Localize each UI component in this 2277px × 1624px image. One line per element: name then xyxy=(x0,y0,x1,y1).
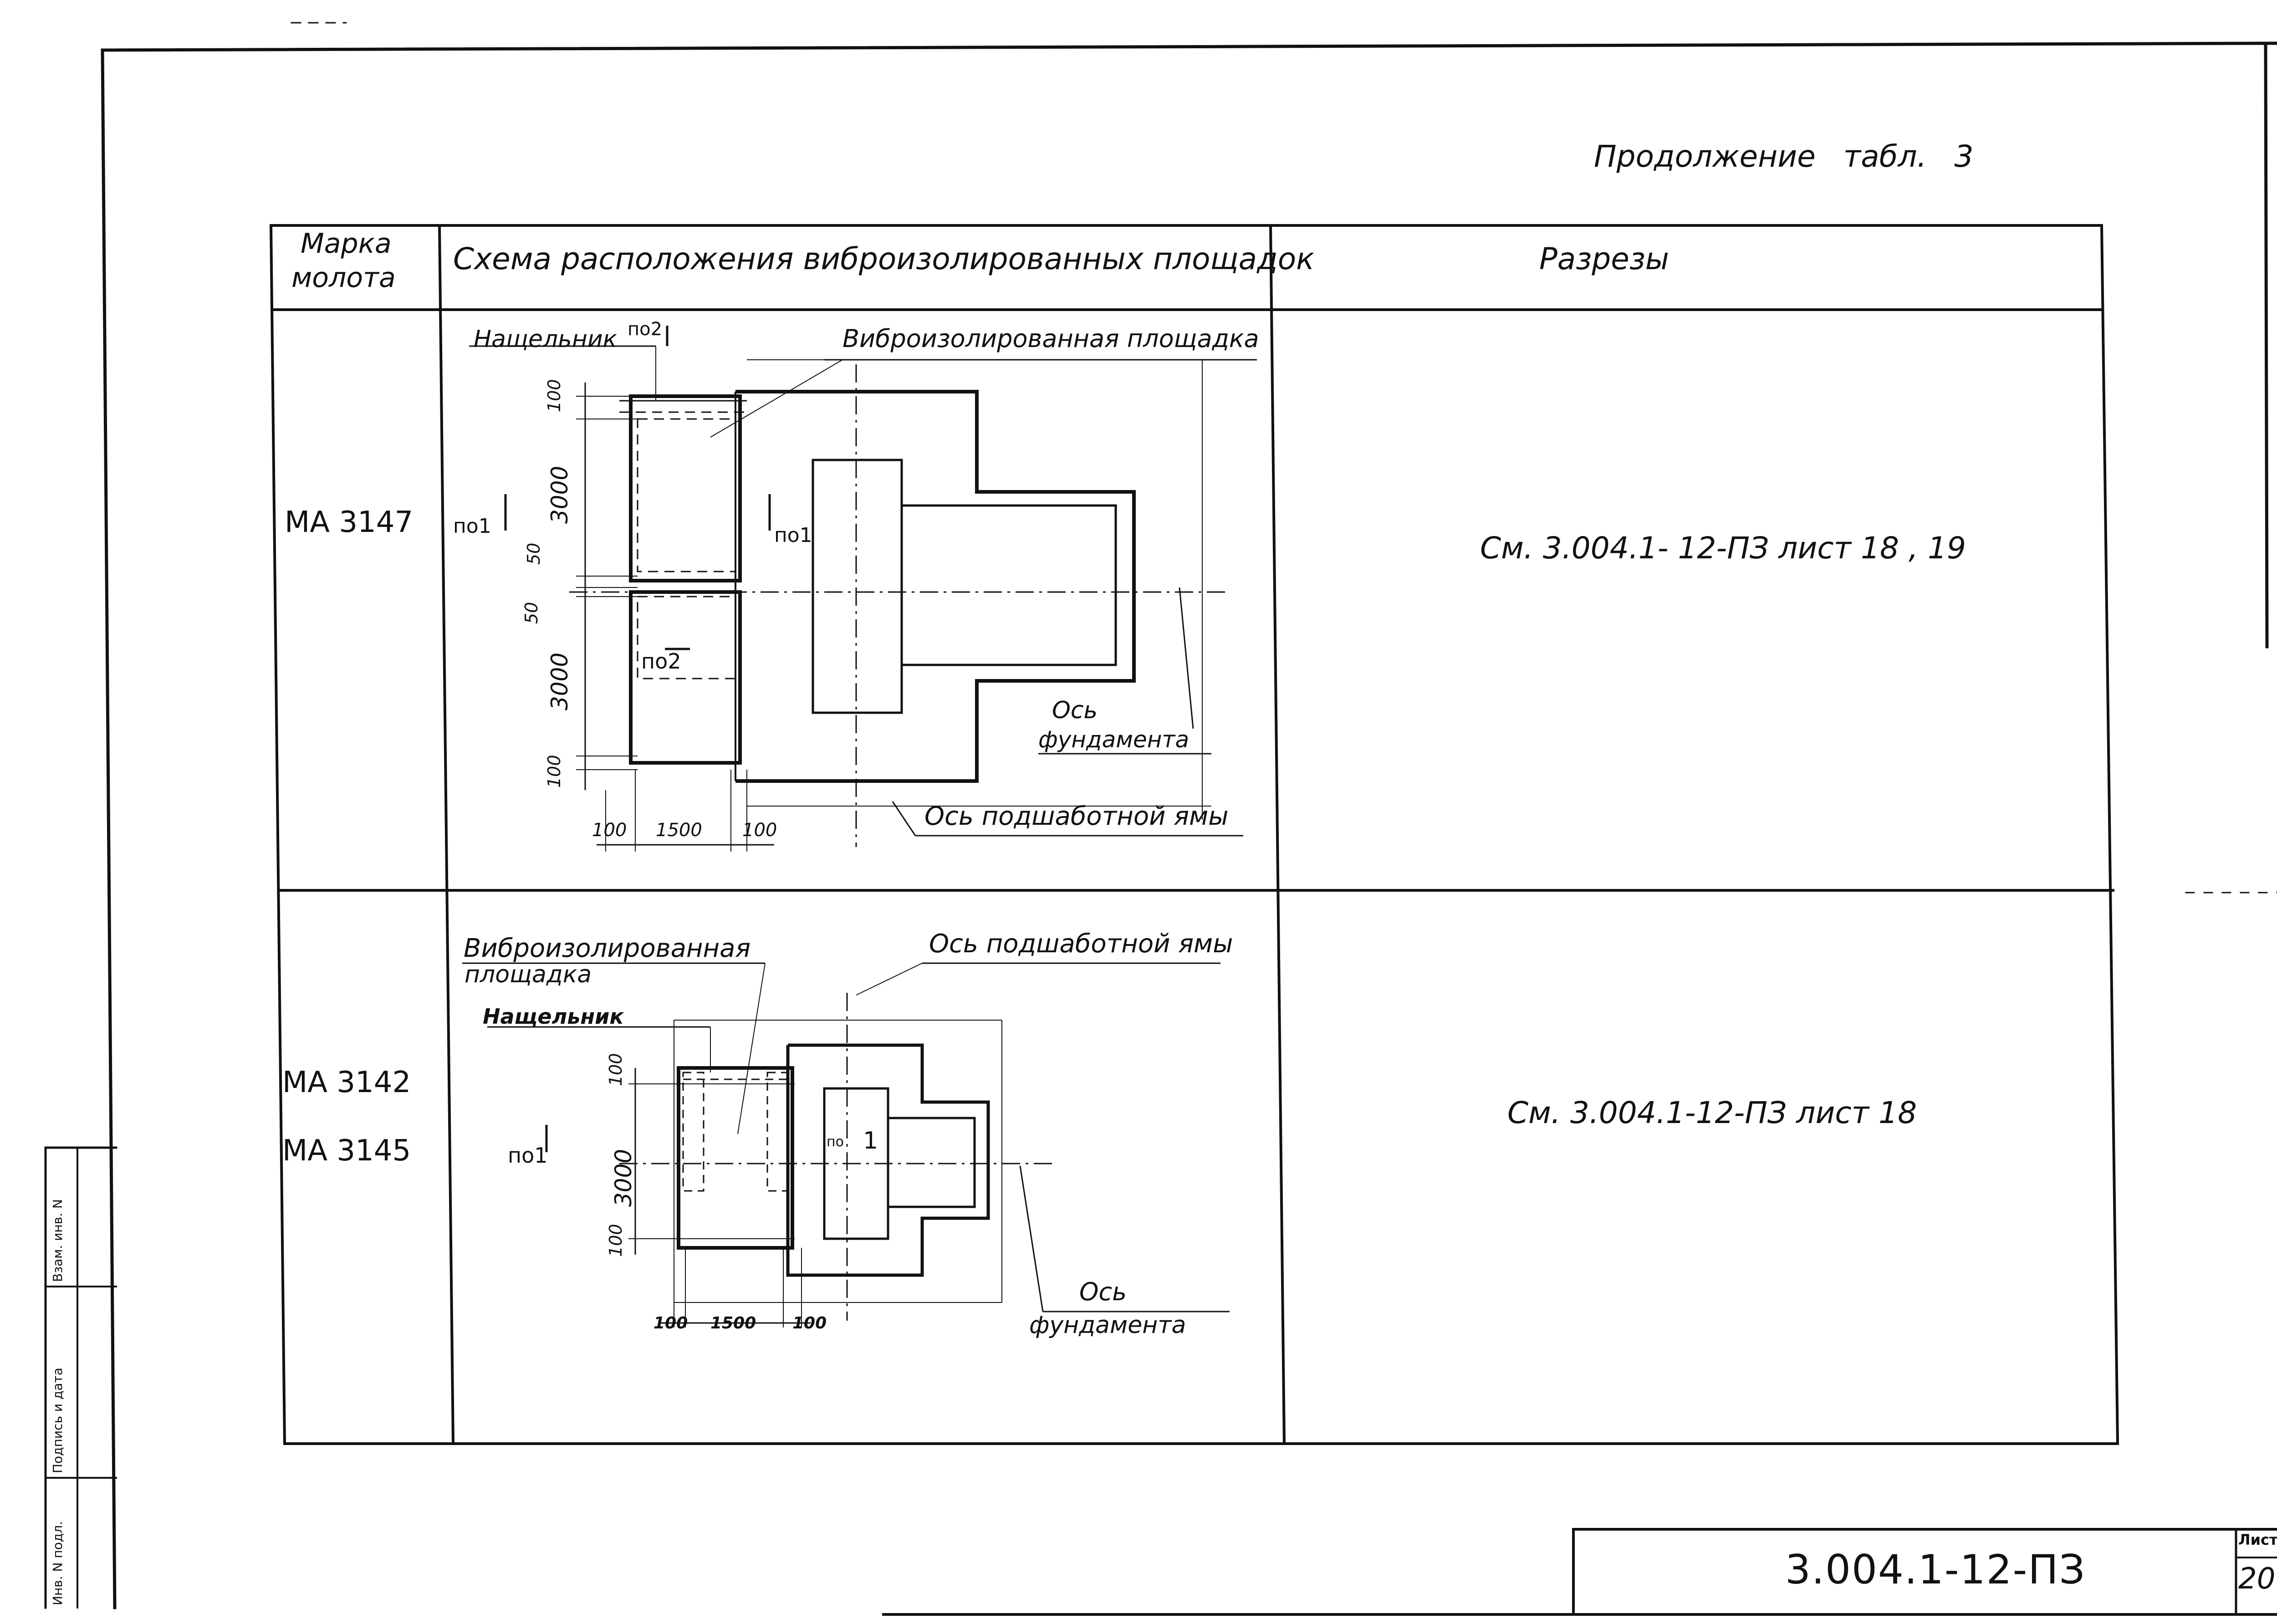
row1-cut1-right: по1 xyxy=(774,524,812,547)
row1-cut1-left: по1 xyxy=(453,515,491,538)
header-sections: Разрезы xyxy=(1539,241,1669,276)
row1-dim-v-bottom: 100 xyxy=(544,755,564,788)
header-mark-line1: Марка xyxy=(301,228,392,260)
row1-dim-v-mid2: 50 xyxy=(521,602,541,624)
header-mark-line2: молота xyxy=(291,262,396,294)
row1-axis-pit: Ось подшаботной ямы xyxy=(924,802,1229,831)
row1-dim-v-top: 100 xyxy=(544,379,564,412)
row2-dim-h-right: 100 xyxy=(792,1314,827,1333)
stamp-inv-podl: Инв. N подл. xyxy=(50,1521,65,1605)
scheme-ma3142 xyxy=(462,962,1230,1328)
scheme-ma3147 xyxy=(469,326,1257,852)
row2-dim-v-bottom: 100 xyxy=(606,1224,626,1257)
row1-dim-h-left: 100 xyxy=(592,820,627,841)
row2-dim-v-mid: 3000 xyxy=(610,1149,637,1207)
row2-label-platform-2: площадка xyxy=(465,961,592,988)
row1-reference: См. 3.004.1- 12-ПЗ лист 18 , 19 xyxy=(1480,531,1966,566)
continuation-note: Продолжение табл. 3 xyxy=(1594,139,1974,174)
row1-dim-v-upper: 3000 xyxy=(546,465,573,524)
row2-dim-h-mid: 1500 xyxy=(710,1314,756,1333)
row1-dim-v-lower: 3000 xyxy=(546,652,573,710)
row1-dim-h-right: 100 xyxy=(742,820,777,841)
row1-mark: МА 3147 xyxy=(285,506,414,539)
row1-cut2-top: по2 xyxy=(628,319,663,340)
title-block-sheet-label: Лист xyxy=(2238,1531,2277,1548)
row2-cut1-right-num: 1 xyxy=(863,1127,878,1154)
row2-cut1-right: по xyxy=(827,1134,844,1150)
title-block-sheet-number: 20 xyxy=(2238,1562,2276,1596)
row2-reference: См. 3.004.1-12-ПЗ лист 18 xyxy=(1507,1095,1917,1130)
stamp-signature-date: Подпись и дата xyxy=(50,1368,65,1473)
row2-cut1-left: по1 xyxy=(508,1143,548,1168)
row1-dim-v-mid1: 50 xyxy=(524,542,544,565)
row2-label-nashchelnik: Нащельник xyxy=(483,1004,624,1029)
row1-label-nashchelnik: Нащельник xyxy=(474,326,618,353)
title-block-code: 3.004.1-12-ПЗ xyxy=(1785,1546,2086,1593)
row1-cut2-mid: по2 xyxy=(641,649,681,674)
row2-dim-v-top: 100 xyxy=(606,1053,626,1086)
row2-dim-h-left: 100 xyxy=(653,1314,688,1333)
row2-mark-2: МА 3145 xyxy=(282,1134,411,1168)
stamp-vzam-inv: Взам. инв. N xyxy=(50,1199,65,1282)
row1-axis-foundation-2: фундамента xyxy=(1038,726,1190,753)
row1-axis-foundation-1: Ось xyxy=(1052,697,1098,724)
row2-mark-1: МА 3142 xyxy=(282,1066,411,1099)
row2-axis-foundation-2: фундамента xyxy=(1029,1312,1186,1339)
row1-label-platform: Виброизолированная площадка xyxy=(842,324,1259,353)
row2-label-platform-1: Виброизолированная xyxy=(464,934,751,963)
row2-axis-foundation-1: Ось xyxy=(1079,1277,1127,1306)
row1-dim-h-mid: 1500 xyxy=(656,820,702,841)
row2-label-axis-pit: Ось подшаботной ямы xyxy=(929,929,1233,959)
header-scheme: Схема расположения виброизолированных пл… xyxy=(453,241,1314,276)
